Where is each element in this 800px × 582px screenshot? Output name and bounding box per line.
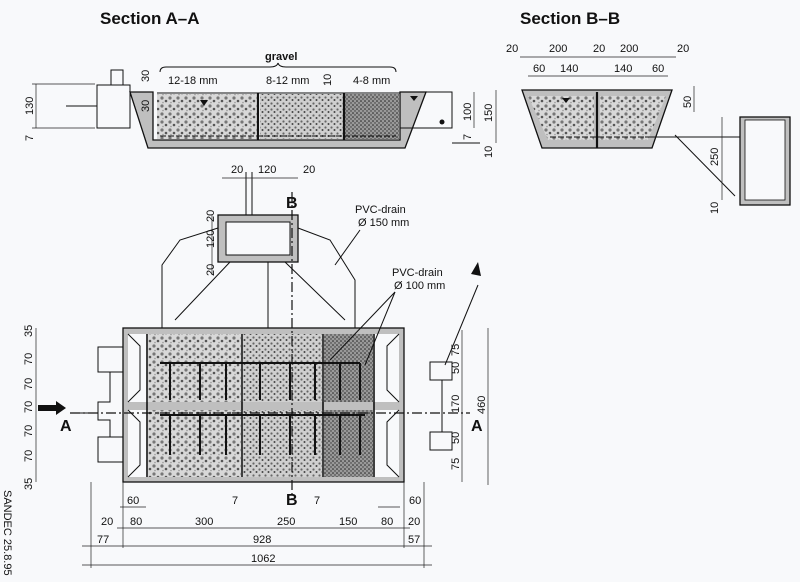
dim-left-70d: 70 <box>23 425 35 437</box>
dim-bb-20b: 20 <box>593 43 605 55</box>
dim-bottom-77: 77 <box>97 534 109 546</box>
pvc-150-size: Ø 150 mm <box>358 217 409 229</box>
pvc-150-label: PVC-drain <box>355 204 406 216</box>
dim-7-left: 7 <box>24 135 36 141</box>
dim-bb-20a: 20 <box>506 43 518 55</box>
inlet-valve <box>110 69 124 86</box>
dim-right-50a: 50 <box>450 362 462 374</box>
dim-manhole-20b: 20 <box>303 164 315 176</box>
dim-bottom-20b: 20 <box>408 516 420 528</box>
dim-left-35a: 35 <box>23 325 35 337</box>
dim-100: 100 <box>462 103 474 121</box>
dim-bb-140b: 140 <box>614 63 632 75</box>
inlet-box-upper <box>97 346 124 373</box>
pvc-150-pipe-left <box>161 227 219 330</box>
water-level-icon <box>410 96 418 101</box>
dim-bb-20c: 20 <box>677 43 689 55</box>
section-marker-b-bottom: B <box>286 492 298 509</box>
section-aa-title: Section A–A <box>100 9 200 28</box>
dim-bottom-250: 250 <box>277 516 295 528</box>
dim-right-460: 460 <box>476 396 488 414</box>
gravel-label: gravel <box>265 51 297 63</box>
dim-bb-60a: 60 <box>533 63 545 75</box>
inlet-chamber <box>96 84 131 129</box>
outflow-arrow-icon <box>471 262 481 276</box>
dim-bb-10: 10 <box>709 202 721 214</box>
dim-10-gap: 10 <box>322 74 334 86</box>
dim-bottom-300: 300 <box>195 516 213 528</box>
dim-10-base: 10 <box>483 146 495 158</box>
credit-stamp: SANDEC 25.8.95 <box>1 490 13 576</box>
dim-manhole-20a: 20 <box>231 164 243 176</box>
coarse-gravel-zone <box>157 94 258 139</box>
dim-bottom-60a: 60 <box>127 495 139 507</box>
drain-laterals <box>160 362 365 455</box>
left-dims: 35 70 70 70 70 70 35 <box>23 325 35 490</box>
medium-gravel-zone <box>260 94 343 139</box>
dim-bb-60b: 60 <box>652 63 664 75</box>
pvc-150-pipe-right <box>297 227 356 330</box>
plan-view: B B A A PVC-drain Ø 150 mm PVC-drain Ø 1… <box>23 164 489 568</box>
inflow-arrow-icon <box>38 401 66 415</box>
section-bb-title: Section B–B <box>520 9 620 28</box>
dim-30-lower: 30 <box>140 100 152 112</box>
dim-7-right: 7 <box>462 134 474 140</box>
dim-right-170: 170 <box>450 395 462 413</box>
dim-right-50b: 50 <box>450 432 462 444</box>
dim-bottom-20a: 20 <box>101 516 113 528</box>
dim-bb-200a: 200 <box>549 43 567 55</box>
dim-left-70c: 70 <box>23 401 35 413</box>
dim-bb-250: 250 <box>709 148 721 166</box>
outlet-box-lower <box>429 431 453 451</box>
dim-130: 130 <box>24 97 36 115</box>
dim-bottom-60b: 60 <box>409 495 421 507</box>
inlet-box-lower <box>97 436 124 463</box>
section-aa: gravel 12-18 mm 8-12 mm 4-8 mm 130 7 30 … <box>24 51 497 158</box>
dim-bb-50: 50 <box>682 96 694 108</box>
dim-left-70a: 70 <box>23 353 35 365</box>
dim-30-top: 30 <box>140 70 152 82</box>
gravel-brace <box>159 62 397 73</box>
dim-bottom-928: 928 <box>253 534 271 546</box>
dim-left-35b: 35 <box>23 478 35 490</box>
section-marker-a-left: A <box>60 418 72 435</box>
section-bb: 20 200 20 200 20 60 140 140 60 50 250 10 <box>506 43 791 214</box>
zone-label-medium: 8-12 mm <box>266 75 309 87</box>
dim-150: 150 <box>483 104 495 122</box>
outlet-box-upper <box>429 361 453 381</box>
fine-gravel-zone <box>345 94 399 139</box>
dim-bottom-1062: 1062 <box>251 553 275 565</box>
dim-bottom-80b: 80 <box>381 516 393 528</box>
dim-bottom-150: 150 <box>339 516 357 528</box>
outlet-chamber <box>399 91 453 129</box>
dim-right-75b: 75 <box>450 458 462 470</box>
dim-manhole-side-20a: 20 <box>205 210 217 222</box>
pvc-100-size: Ø 100 mm <box>394 280 445 292</box>
dim-manhole-120: 120 <box>258 164 276 176</box>
dim-left-70b: 70 <box>23 378 35 390</box>
section-marker-a-right: A <box>471 418 483 435</box>
dim-bb-200b: 200 <box>620 43 638 55</box>
pvc-100-label: PVC-drain <box>392 267 443 279</box>
dim-right-75a: 75 <box>450 344 462 356</box>
dim-manhole-side-20b: 20 <box>205 264 217 276</box>
zone-label-coarse: 12-18 mm <box>168 75 218 87</box>
overflow-pipe <box>674 134 736 197</box>
outlet-pipe <box>444 284 479 366</box>
dim-bottom-57: 57 <box>408 534 420 546</box>
dim-bottom-7b: 7 <box>314 495 320 507</box>
dim-bb-140a: 140 <box>560 63 578 75</box>
dim-left-70e: 70 <box>23 450 35 462</box>
section-marker-b-top: B <box>286 195 298 212</box>
zone-label-fine: 4-8 mm <box>353 75 390 87</box>
dim-bottom-80a: 80 <box>130 516 142 528</box>
dim-manhole-side-120: 120 <box>205 230 217 248</box>
water-level-icon <box>200 100 208 106</box>
dim-bottom-7a: 7 <box>232 495 238 507</box>
